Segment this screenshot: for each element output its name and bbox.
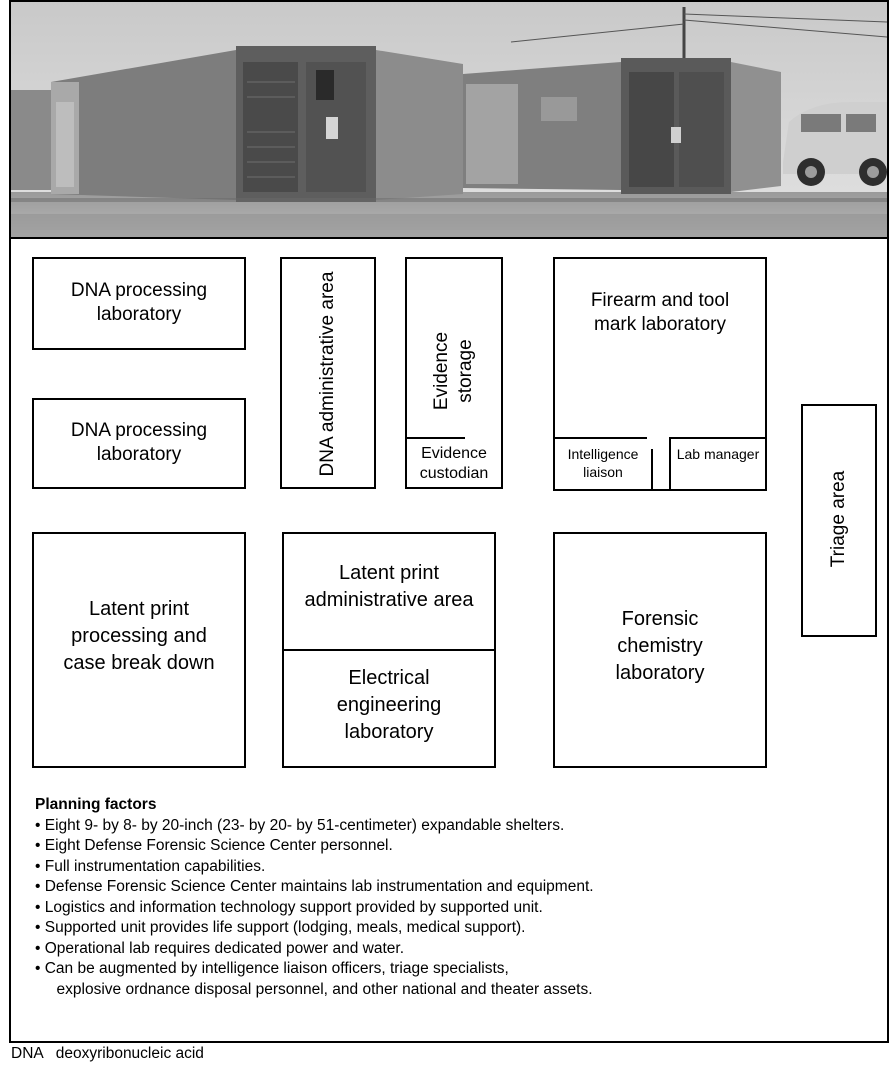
- triage-room: Triage area: [801, 404, 877, 637]
- planning-item: • Defense Forensic Science Center mainta…: [35, 878, 594, 895]
- latent-processing-room: Latent print processing and case break d…: [32, 532, 246, 768]
- chemistry-lab-room: Forensic chemistry laboratory: [553, 532, 767, 768]
- latent-admin-electrical-room: Latent print administrative area Electri…: [282, 532, 496, 768]
- planning-list: • Eight 9- by 8- by 20-inch (23- by 20- …: [35, 816, 875, 1001]
- firearm-lab-room: Firearm and tool mark laboratory Intelli…: [553, 257, 767, 491]
- dna-admin-room: DNA administrative area: [280, 257, 376, 489]
- planning-factors: Planning factors • Eight 9- by 8- by 20-…: [35, 795, 875, 1000]
- planning-item: • Eight 9- by 8- by 20-inch (23- by 20- …: [35, 816, 565, 834]
- dna-lab-1-label: DNA processing laboratory: [70, 280, 208, 325]
- planning-item: • Operational lab requires dedicated pow…: [35, 939, 405, 957]
- latent-electrical-partition: [284, 649, 494, 651]
- electrical-lab-label: Electrical engineering laboratory: [336, 667, 442, 743]
- planning-item: • Full instrumentation capabilities.: [35, 857, 266, 875]
- shelters-photo: [11, 2, 887, 239]
- firearm-partition-wall-right: [669, 439, 671, 489]
- evidence-custodian-label: Evidence custodian: [419, 445, 489, 482]
- footer-abbr: DNA: [11, 1045, 44, 1062]
- planning-item: • Logistics and information technology s…: [35, 898, 543, 916]
- shelters-photo-illustration: [11, 2, 887, 237]
- planning-item: • Can be augmented by intelligence liais…: [35, 960, 509, 977]
- evidence-room: Evidence storage Evidence custodian: [405, 257, 503, 489]
- evidence-partition: [407, 437, 465, 439]
- planning-item: explosive ordnance disposal personnel, a…: [35, 980, 593, 998]
- firearm-partition-wall-left: [651, 449, 653, 489]
- lab-manager-label: Lab manager: [676, 446, 760, 462]
- dna-admin-label: DNA administrative area: [317, 271, 338, 477]
- firearm-partition-right: [669, 437, 765, 439]
- planning-item: • Eight Defense Forensic Science Center …: [35, 837, 393, 854]
- triage-label: Triage area: [828, 470, 849, 568]
- planning-heading: Planning factors: [35, 796, 157, 813]
- dna-lab-2-room: DNA processing laboratory: [32, 398, 246, 489]
- dna-lab-1-room: DNA processing laboratory: [32, 257, 246, 350]
- abbreviation-footer: DNA deoxyribonucleic acid: [9, 1043, 889, 1067]
- dna-lab-2-label: DNA processing laboratory: [70, 420, 208, 465]
- evidence-storage-label: Evidence storage: [431, 331, 476, 411]
- figure-frame: DNA processing laboratory DNA processing…: [9, 0, 889, 1043]
- footer-definition: deoxyribonucleic acid: [55, 1045, 204, 1062]
- firearm-partition-left: [555, 437, 647, 439]
- planning-item: • Supported unit provides life support (…: [35, 919, 526, 936]
- firearm-lab-label: Firearm and tool mark laboratory: [590, 290, 730, 335]
- latent-processing-label: Latent print processing and case break d…: [63, 598, 215, 674]
- chemistry-lab-label: Forensic chemistry laboratory: [615, 608, 705, 684]
- latent-admin-label: Latent print administrative area: [304, 562, 474, 611]
- intel-liaison-label: Intelligence liaison: [567, 446, 639, 480]
